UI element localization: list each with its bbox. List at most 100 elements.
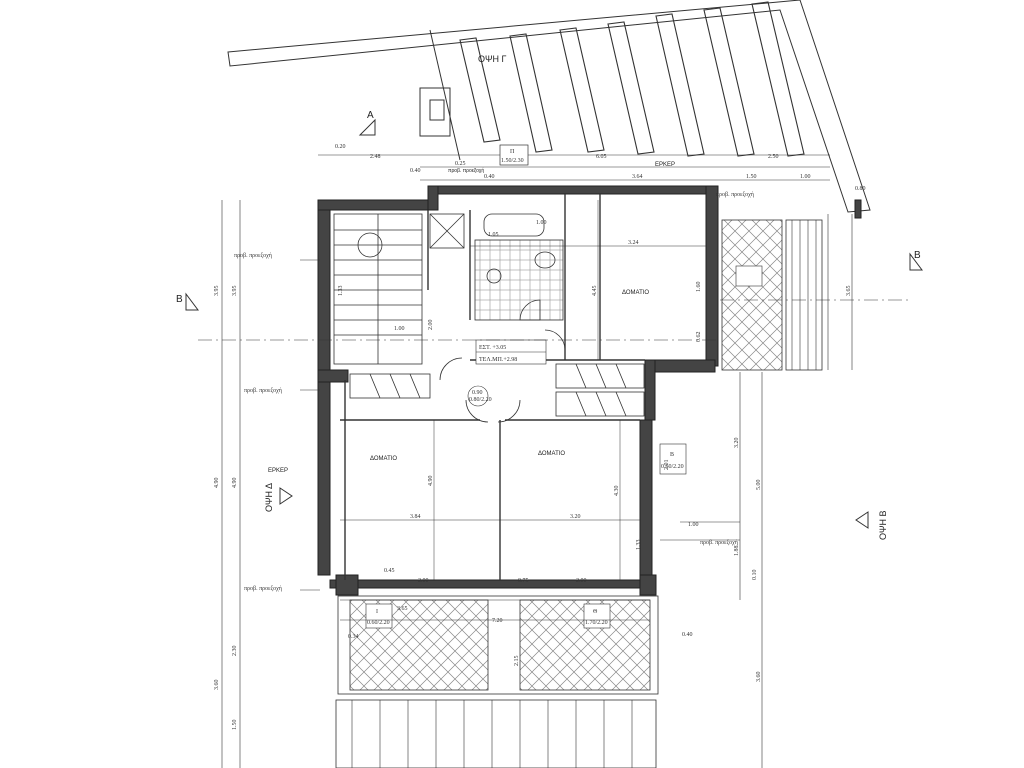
svg-text:A: A [367,110,374,121]
interior-walls [340,194,645,580]
svg-text:ΟΨΗ Δ: ΟΨΗ Δ [264,483,274,512]
svg-text:3.20: 3.20 [570,514,581,520]
svg-text:4.90: 4.90 [232,478,238,489]
svg-text:2.30: 2.30 [232,646,238,657]
svg-text:0.34: 0.34 [348,634,359,640]
svg-text:2.00: 2.00 [576,578,587,584]
svg-text:3.95: 3.95 [232,286,238,297]
svg-text:6.05: 6.05 [596,154,607,160]
svg-text:0.80/2.20: 0.80/2.20 [469,397,492,403]
svg-text:προβ. προεξοχή: προβ. προεξοχή [700,540,738,546]
svg-text:3.65: 3.65 [397,606,408,612]
svg-text:0.10: 0.10 [752,570,758,581]
svg-text:Β: Β [670,452,674,458]
svg-text:2.15: 2.15 [514,656,520,667]
svg-text:ΤΕΛ.ΜΠ.+2.98: ΤΕΛ.ΜΠ.+2.98 [479,357,517,363]
svg-text:1.00: 1.00 [394,326,405,332]
svg-text:1.00: 1.00 [800,174,811,180]
svg-text:4.30: 4.30 [614,486,620,497]
svg-text:2.48: 2.48 [370,154,381,160]
top-parking-area [227,0,871,213]
svg-text:3.84: 3.84 [410,514,421,520]
svg-text:0.40: 0.40 [410,168,421,174]
bottom-balcony [335,595,659,768]
svg-text:1.33: 1.33 [338,286,344,297]
svg-text:ΟΨΗ Β: ΟΨΗ Β [878,510,888,540]
svg-text:προβ. προεξοχή: προβ. προεξοχή [244,388,282,394]
top-dimensions [318,154,830,181]
svg-text:1.50/2.30: 1.50/2.30 [501,158,524,164]
svg-text:προβ. προεξοχή: προβ. προεξοχή [716,192,754,198]
svg-text:προβ. προεξοχή: προβ. προεξοχή [448,167,484,174]
svg-text:3.64: 3.64 [632,174,643,180]
svg-text:0.40: 0.40 [682,632,693,638]
svg-text:1.50: 1.50 [232,720,238,731]
building-walls [317,185,862,596]
svg-text:B: B [176,294,183,305]
svg-text:Ι: Ι [376,609,378,615]
left-dimensions [221,200,320,768]
door-tag-090: 0.90 0.80/2.20 [467,385,492,407]
elevation-marker-right: ΟΨΗ Β [855,510,888,540]
room-label-bottom-left: ΔΟΜΑΤΙΟ [370,456,397,462]
svg-text:1.33: 1.33 [636,540,642,551]
svg-text:0.20: 0.20 [335,144,346,150]
erker-label-top: ΕΡΚΕΡ [655,162,675,168]
svg-text:7.20: 7.20 [492,618,503,624]
window-tag-theta: Θ 1.70/2.20 [583,603,611,629]
section-mark-a: A [358,110,376,136]
svg-text:2.00: 2.00 [418,578,429,584]
section-mark-b-right: B [909,250,923,271]
svg-text:5.00: 5.00 [756,480,762,491]
elevation-marker-left: ΟΨΗ Δ [264,483,293,512]
svg-text:4.90: 4.90 [214,478,220,489]
svg-text:0.60/2.20: 0.60/2.20 [661,464,684,470]
svg-text:3.20: 3.20 [734,438,740,449]
svg-text:ΕΣΤ. +3.05: ΕΣΤ. +3.05 [479,345,506,351]
svg-text:0.40: 0.40 [484,174,495,180]
svg-text:Θ: Θ [593,609,598,615]
svg-text:1.70/2.20: 1.70/2.20 [585,620,608,626]
right-erker [721,219,823,371]
svg-text:0.90: 0.90 [472,390,483,396]
wardrobes [349,363,645,417]
elevation-label-top: ΟΨΗ Γ [478,54,507,64]
svg-text:2.50: 2.50 [768,154,779,160]
svg-text:2.00: 2.00 [428,320,434,331]
svg-text:3.95: 3.95 [214,286,220,297]
svg-text:1.00: 1.00 [688,522,699,528]
window-tag-b: Β 0.60/2.20 [659,443,687,475]
room-label-top-right: ΔΟΜΑΤΙΟ [622,290,649,296]
svg-text:1.50: 1.50 [746,174,757,180]
right-dimensions [660,214,853,768]
room-label-bottom-mid: ΔΟΜΑΤΙΟ [538,451,565,457]
svg-text:1.88: 1.88 [734,546,740,557]
svg-text:0.45: 0.45 [384,568,395,574]
interior-dimensions [340,200,706,621]
window-tag-iota: Ι 0.60/2.20 [365,603,393,629]
svg-text:Π: Π [510,149,515,155]
svg-text:3.60: 3.60 [214,680,220,691]
svg-text:1.00: 1.00 [536,220,547,226]
svg-text:3.65: 3.65 [846,286,852,297]
svg-text:0.80: 0.80 [855,186,866,192]
doors [439,329,566,423]
svg-text:προβ. προεξοχή: προβ. προεξοχή [234,253,272,259]
svg-text:0.25: 0.25 [455,161,466,167]
section-mark-b-left: B [176,292,199,311]
svg-text:2.01: 2.01 [664,460,670,471]
svg-text:0.62: 0.62 [696,332,702,343]
svg-text:4.45: 4.45 [592,286,598,297]
window-tag-pi: Π 1.50/2.30 [499,144,529,166]
staircase [333,213,423,365]
shaft-x [429,213,465,249]
bathroom [474,213,564,321]
svg-text:0.75: 0.75 [518,578,529,584]
svg-text:προβ. προεξοχή: προβ. προεξοχή [244,586,282,592]
svg-text:1.60: 1.60 [696,282,702,293]
level-marker: ΕΣΤ. +3.05 ΤΕΛ.ΜΠ.+2.98 [475,339,547,365]
erker-label-left: ΕΡΚΕΡ [268,468,288,474]
svg-text:4.90: 4.90 [428,476,434,487]
svg-text:0.60/2.20: 0.60/2.20 [367,620,390,626]
